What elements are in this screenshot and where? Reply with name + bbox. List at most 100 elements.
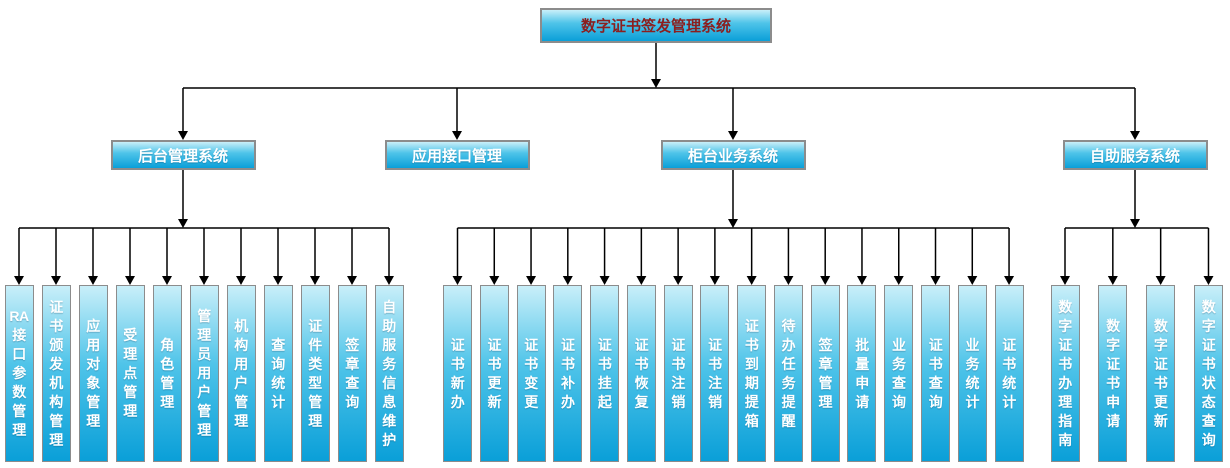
leaf-label-char: 理 (123, 403, 137, 419)
leaf-label-char: RA (9, 308, 29, 324)
leaf-label-char: 参 (12, 365, 26, 381)
leaf-label-char: 自 (382, 298, 396, 315)
leaf-label-char: 信 (382, 374, 396, 391)
leaf-label-char: 书 (1153, 374, 1168, 391)
leaf-label-char: 书 (450, 355, 465, 372)
leaf-label-char: 新 (450, 374, 465, 391)
leaf-label-char: 注 (708, 374, 722, 391)
leaf-node-0-8: 证件类型管理 (300, 285, 330, 462)
leaf-label-char: 书 (1106, 374, 1120, 391)
leaf-label-char: 接 (12, 327, 26, 343)
leaf-label-char: 象 (86, 374, 100, 391)
leaf-label-char: 任 (781, 355, 796, 372)
leaf-node-3-1: 数字证书申请 (1098, 285, 1128, 462)
leaf-label-char: 证 (671, 336, 685, 353)
leaf-label-char: 证 (634, 336, 649, 353)
leaf-node-0-4: 角色管理 (152, 285, 182, 462)
leaf-label-char: 证 (487, 336, 502, 353)
leaf-label-char: 更 (524, 393, 538, 410)
leaf-label-char: 询 (1201, 431, 1216, 448)
leaf-label-char: 书 (928, 355, 943, 372)
root-node: 数字证书签发管理系统 (540, 8, 772, 43)
leaf-label-char: 数 (12, 384, 26, 400)
leaf-label-char: 户 (197, 384, 211, 400)
leaf-node-2-12: 业务查询 (884, 285, 914, 462)
leaf-label-char: 字 (1153, 336, 1168, 353)
leaf-label-char: 量 (855, 355, 869, 372)
leaf-label-char: 户 (234, 374, 248, 391)
leaf-label-char: 业 (891, 336, 906, 353)
leaf-label-char: 件 (308, 336, 322, 353)
leaf-label-char: 书 (1201, 355, 1216, 372)
leaf-label-char: 数 (1153, 317, 1168, 334)
leaf-label-char: 管 (818, 374, 832, 391)
leaf-label-char: 询 (271, 355, 285, 372)
leaf-label-char: 口 (12, 346, 26, 362)
leaf-label-char: 询 (891, 393, 906, 410)
leaf-label-char: 维 (382, 412, 396, 429)
leaf-label-char: 复 (634, 393, 649, 410)
leaf-label-char: 签 (345, 336, 359, 353)
leaf-label-char: 用 (86, 336, 100, 353)
leaf-label-char: 管 (234, 393, 248, 410)
leaf-label-char: 证 (308, 317, 322, 334)
leaf-label-char: 务 (382, 355, 396, 372)
leaf-label-char: 书 (708, 355, 722, 372)
leaf-node-2-7: 证书注销 (700, 285, 730, 462)
leaf-label-char: 管 (123, 384, 137, 400)
leaf-node-3-3: 数字证书状态查询 (1193, 285, 1223, 462)
leaf-label-char: 状 (1201, 374, 1216, 391)
leaf-label-char: 用 (197, 365, 211, 381)
leaf-node-2-8: 证书到期提箱 (737, 285, 767, 462)
leaf-label-char: 变 (524, 374, 538, 391)
leaf-node-2-5: 证书恢复 (626, 285, 656, 462)
leaf-label-char: 服 (382, 336, 396, 353)
leaf-label-char: 新 (487, 393, 502, 410)
leaf-label-char: 证 (708, 336, 722, 353)
leaf-label-char: 字 (1201, 317, 1216, 334)
leaf-label-char: 办 (1058, 374, 1072, 391)
leaf-label-char: 申 (855, 374, 869, 391)
leaf-label-char: 查 (891, 374, 906, 391)
leaf-label-char: 书 (487, 355, 502, 372)
leaf-label-char: 章 (345, 355, 359, 372)
leaf-label-char: 务 (965, 355, 980, 372)
leaf-label-char: 数 (1201, 298, 1216, 315)
leaf-label-char: 请 (855, 393, 869, 410)
leaf-label-char: 务 (891, 355, 906, 372)
leaf-label-char: 点 (123, 365, 137, 381)
leaf-label-char: 书 (671, 355, 685, 372)
leaf-label-char: 请 (1106, 412, 1120, 429)
leaf-node-0-5: 管理员用户管理 (189, 285, 219, 462)
leaf-node-2-13: 证书查询 (921, 285, 950, 462)
leaf-label-char: 发 (49, 355, 63, 372)
leaf-label-char: 统 (271, 374, 285, 391)
leaf-label-char: 南 (1058, 431, 1072, 448)
leaf-label-char: 受 (123, 327, 137, 343)
leaf-label-char: 色 (160, 355, 174, 372)
leaf-label-char: 书 (524, 355, 538, 372)
leaf-label-char: 机 (49, 374, 63, 391)
leaf-label-char: 理 (308, 412, 322, 429)
branch-node-3: 自助服务系统 (1062, 140, 1208, 170)
leaf-label-char: 证 (928, 336, 943, 353)
leaf-label-char: 证 (1153, 355, 1168, 372)
leaf-label-char: 理 (123, 346, 137, 362)
leaf-label-char: 理 (197, 327, 211, 343)
leaf-label-char: 书 (744, 336, 759, 353)
leaf-label-char: 务 (781, 374, 796, 391)
leaf-label-char: 补 (561, 374, 575, 391)
leaf-label-char: 查 (271, 336, 285, 353)
leaf-label-char: 办 (781, 336, 796, 353)
leaf-label-char: 管 (12, 403, 26, 419)
leaf-node-0-9: 签章查询 (337, 285, 367, 462)
leaf-label-char: 书 (1058, 355, 1072, 372)
leaf-label-char: 构 (234, 336, 248, 353)
leaf-label-char: 批 (855, 336, 869, 353)
leaf-label-char: 类 (308, 355, 322, 372)
leaf-label-char: 证 (1002, 336, 1016, 353)
leaf-label-char: 销 (708, 393, 722, 410)
leaf-label-char: 证 (1058, 336, 1072, 353)
